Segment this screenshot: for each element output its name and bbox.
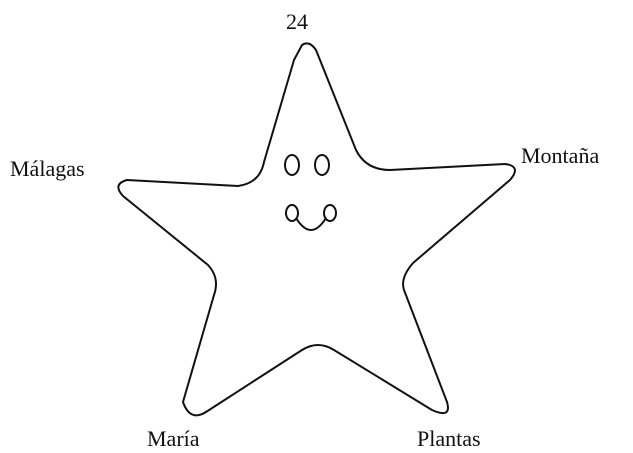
label-bottom-left: María (147, 428, 200, 450)
label-bottom-right: Plantas (417, 428, 481, 450)
label-top: 24 (286, 11, 308, 33)
label-left: Málagas (10, 158, 85, 180)
label-right: Montaña (521, 145, 599, 167)
